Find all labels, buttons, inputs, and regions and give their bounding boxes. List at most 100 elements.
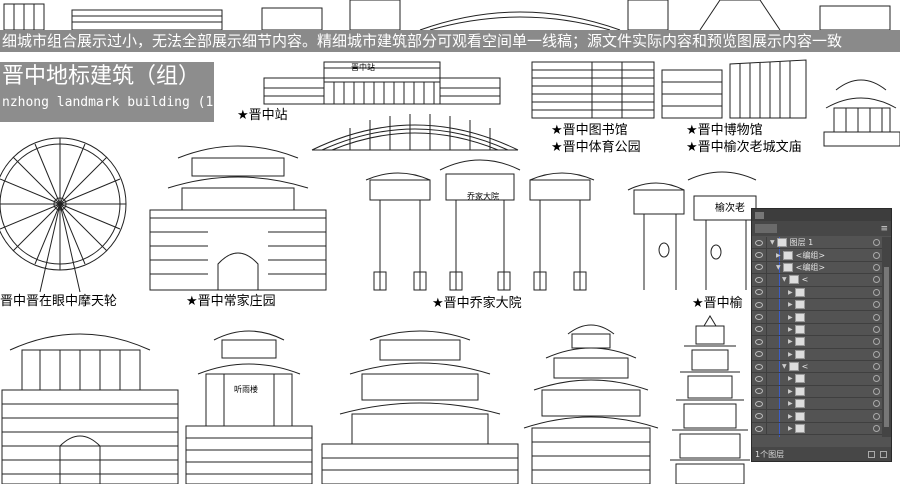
expand-icon[interactable]: ▶ [788,425,793,433]
panel-footer: 1个图层 [752,447,891,461]
expand-icon[interactable]: ▶ [788,313,793,321]
expand-icon[interactable]: ▼ [782,363,787,371]
sublayer-row[interactable]: ▶ [752,398,883,411]
expand-icon[interactable]: ▼ [776,263,781,271]
sports-park-drawing [311,114,519,151]
eye-icon[interactable] [755,413,763,420]
target-icon[interactable] [873,313,880,321]
eye-icon[interactable] [755,375,763,382]
target-icon[interactable] [873,288,880,296]
target-icon[interactable] [873,263,880,271]
eye-icon[interactable] [755,326,763,333]
sublayer-row[interactable]: ▶ [752,336,883,349]
group-row[interactable]: ▼<编组> [752,261,883,275]
layer-thumbnail [794,399,805,409]
scrollbar-thumb[interactable] [884,267,889,427]
sublayer-row[interactable]: ▶ [752,323,883,337]
sublayer-row[interactable]: ▶ [752,298,883,312]
layer-thumbnail [782,262,793,272]
target-icon[interactable] [873,276,880,284]
eye-icon[interactable] [755,314,763,321]
layer-thumbnail [794,349,805,359]
label-qiao-family-courtyard: ★晋中乔家大院 [432,296,522,311]
pavilion-bottom-drawing [321,330,519,484]
expand-icon[interactable]: ▼ [770,239,775,247]
tingyu-tower-drawing [185,330,313,484]
layers-panel[interactable]: ≡ ▼图层 1 ▶<编组> ▼<编组> ▼< ▶ ▶ ▶ ▶ ▶ ▶ ▼< ▶ … [751,208,892,462]
label-museum: ★晋中博物馆 [686,123,763,138]
label-library: ★晋中图书馆 [551,123,628,138]
chang-family-garden-drawing [149,145,327,291]
target-icon[interactable] [873,400,880,408]
eye-icon[interactable] [755,289,763,296]
tab-layers[interactable] [755,224,777,233]
target-icon[interactable] [873,301,880,309]
eye-icon[interactable] [755,239,763,246]
panel-scrollbar[interactable] [882,237,891,437]
eye-icon[interactable] [755,276,763,283]
expand-icon[interactable]: ▶ [788,288,793,296]
label-station: ★晋中站 [237,108,288,123]
sublayer-row[interactable]: ▶ [752,373,883,386]
sublayer-row[interactable]: ▶ [752,422,883,436]
sublayer-row[interactable]: ▼< [752,274,883,287]
layer-name: < [801,362,809,372]
target-icon[interactable] [873,239,880,247]
hall-bottom-left-drawing [1,333,179,484]
eye-icon[interactable] [755,338,763,345]
expand-icon[interactable]: ▶ [788,325,793,333]
target-icon[interactable] [873,425,880,433]
multi-eave-tower-drawing [523,324,659,484]
expand-icon[interactable]: ▶ [788,301,793,309]
target-icon[interactable] [873,251,880,259]
eye-icon[interactable] [755,388,763,395]
target-icon[interactable] [873,350,880,358]
expand-icon[interactable]: ▶ [788,400,793,408]
collapse-icon[interactable] [755,211,764,219]
expand-icon[interactable]: ▶ [788,375,793,383]
delete-layer-icon[interactable] [880,450,887,458]
eye-icon[interactable] [755,264,763,271]
target-icon[interactable] [873,363,880,371]
title-box: 晋中地标建筑（组） nzhong landmark building (1) [0,62,221,122]
label-confucius-temple: ★晋中榆次老城文庙 [686,140,802,155]
target-icon[interactable] [873,375,880,383]
layer-row[interactable]: ▼图层 1 [752,237,883,250]
panel-menu-icon[interactable]: ≡ [880,223,888,234]
layer-thumbnail [788,362,799,372]
yuci-old-town-gate-drawing [627,171,757,290]
pagoda-drawing [670,315,750,484]
eye-icon[interactable] [755,351,763,358]
expand-icon[interactable]: ▶ [776,251,781,259]
eye-icon[interactable] [755,363,763,370]
group-row[interactable]: ▶<编组> [752,249,883,262]
new-layer-icon[interactable] [868,450,875,458]
sublayer-row[interactable]: ▶ [752,348,883,361]
target-icon[interactable] [873,325,880,333]
sublayer-row[interactable]: ▶ [752,410,883,423]
expand-icon[interactable]: ▶ [788,338,793,346]
library-drawing [531,61,655,119]
panel-header[interactable] [752,209,891,221]
expand-icon[interactable]: ▶ [788,387,793,395]
label-chang-family-garden: ★晋中常家庄园 [186,294,276,309]
layer-thumbnail [794,424,805,434]
expand-icon[interactable]: ▶ [788,350,793,358]
layer-thumbnail [794,337,805,347]
target-icon[interactable] [873,412,880,420]
layer-thumbnail [794,374,805,384]
target-icon[interactable] [873,338,880,346]
expand-icon[interactable]: ▼ [782,276,787,284]
sublayer-row[interactable]: ▶ [752,286,883,299]
eye-icon[interactable] [755,301,763,308]
sublayer-row[interactable]: ▶ [752,385,883,399]
expand-icon[interactable]: ▶ [788,412,793,420]
eye-icon[interactable] [755,425,763,432]
target-icon[interactable] [873,387,880,395]
sublayer-row[interactable]: ▶ [752,311,883,324]
station-sign: 晋中站 [351,63,375,72]
layer-thumbnail [794,386,805,396]
sublayer-row[interactable]: ▼< [752,360,883,374]
eye-icon[interactable] [755,400,763,407]
eye-icon[interactable] [755,252,763,259]
